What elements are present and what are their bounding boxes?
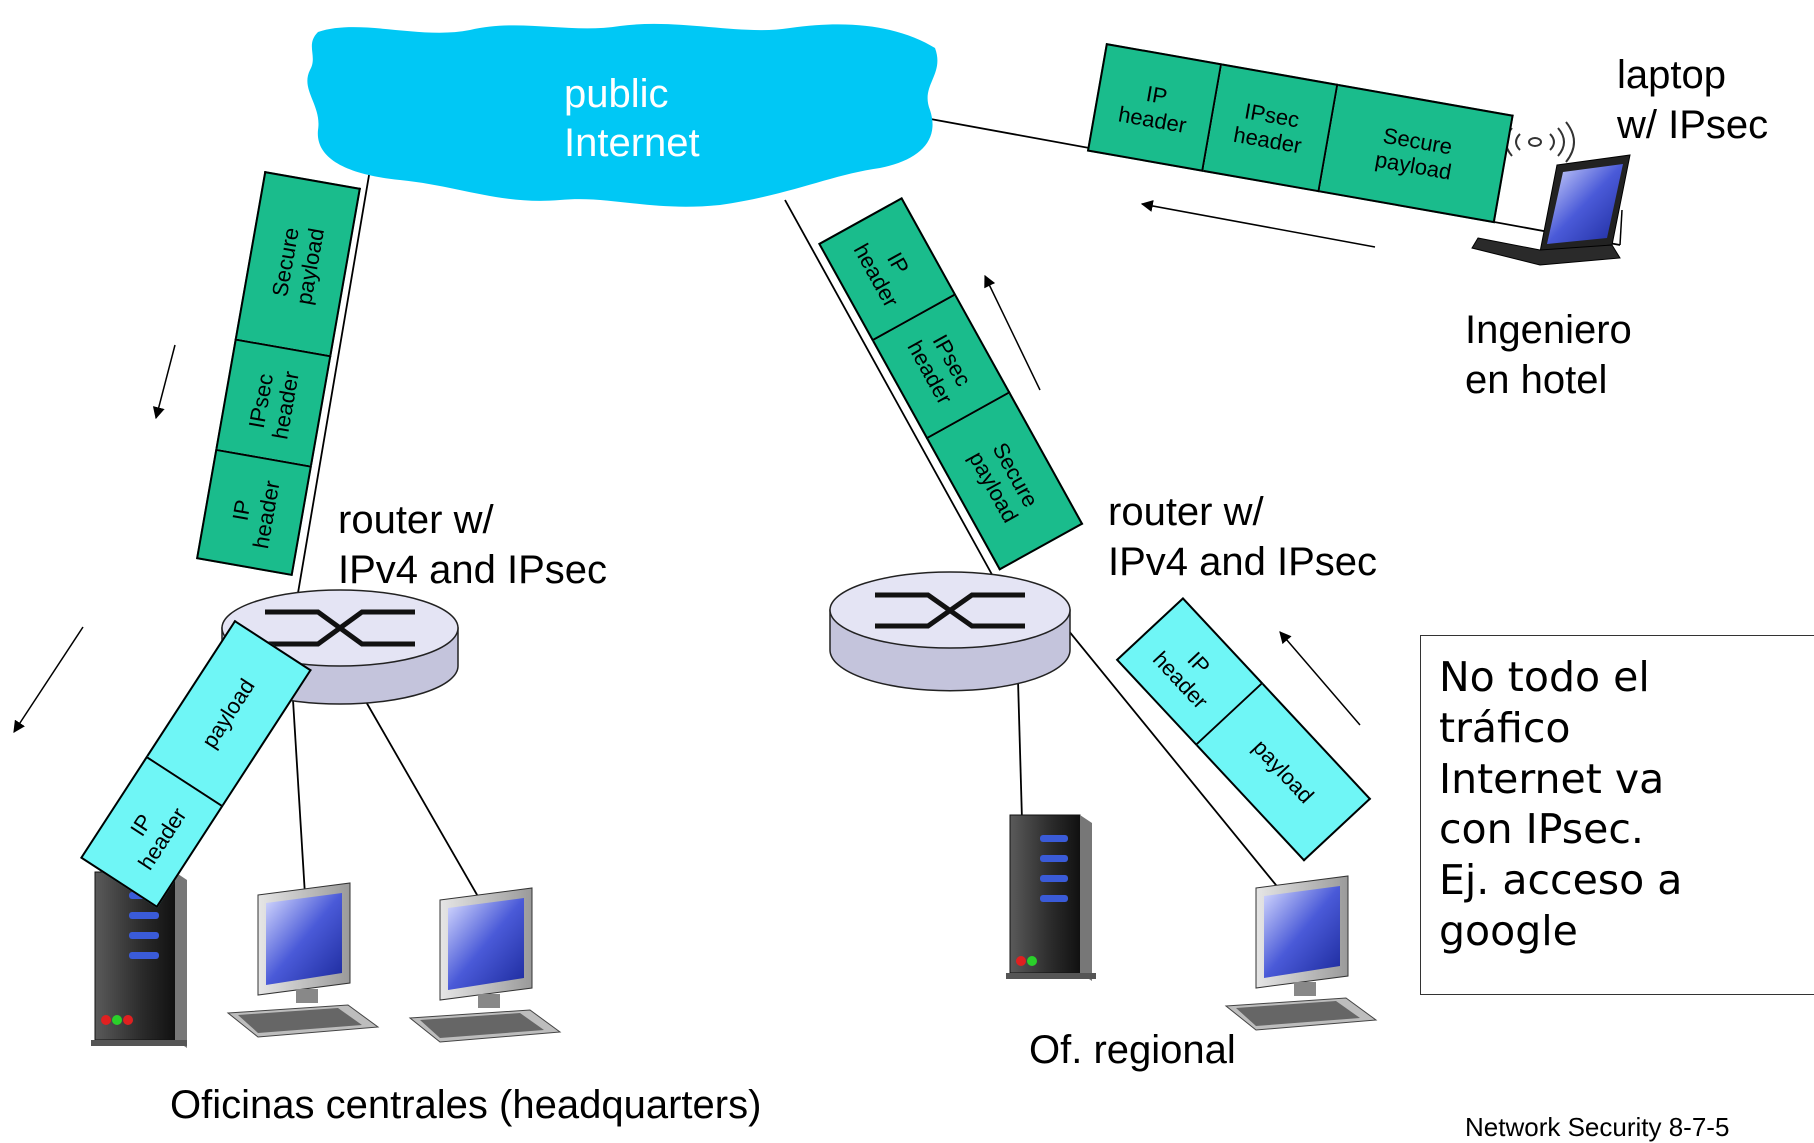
link-left-router-pc1 — [292, 699, 306, 896]
cloud-label: public Internet — [564, 70, 700, 168]
hotel-label-line1: Ingeniero — [1465, 308, 1632, 352]
arrow-right-plain-up — [1279, 631, 1361, 726]
laptop-icon — [1471, 154, 1631, 266]
link-cloud-right-router — [784, 199, 996, 581]
server-regional-icon — [1006, 814, 1096, 981]
note-box: No todo el tráfico Internet va con IPsec… — [1420, 635, 1814, 995]
arrow-left-down — [152, 344, 176, 420]
cloud-label-line2: Internet — [564, 120, 700, 165]
router-right-icon — [829, 571, 1071, 692]
slide-footer: Network Security 8-7-5 — [1465, 1112, 1730, 1142]
router-right-label-line1: router w/ — [1108, 490, 1264, 534]
laptop-label-line2: w/ IPsec — [1617, 103, 1769, 147]
arrow-right-up — [984, 274, 1041, 391]
link-cloud-left-router — [289, 139, 376, 641]
link-right-router-server — [1017, 679, 1023, 821]
note-text: No todo el tráfico Internet va con IPsec… — [1439, 653, 1683, 956]
link-right-router-pc — [1067, 629, 1281, 891]
laptop-label-line1: laptop — [1617, 53, 1726, 97]
arrow-laptop-to-cloud — [1140, 200, 1376, 248]
router-left-label-line1: router w/ — [338, 498, 494, 542]
hotel-label-line2: en hotel — [1465, 358, 1608, 402]
desktop-pc-icon — [1224, 875, 1378, 1031]
router-right-label: router w/ IPv4 and IPsec — [1108, 487, 1377, 587]
ipsec-header-field: IPsec header — [1203, 63, 1339, 193]
direction-arrows — [13, 200, 1376, 734]
router-left-label: router w/ IPv4 and IPsec — [338, 495, 607, 595]
public-internet-cloud — [307, 23, 938, 207]
ip-header-field: IP header — [196, 448, 312, 577]
router-left-label-line2: IPv4 and IPsec — [338, 548, 608, 592]
regional-office-label: Of. regional — [1029, 1028, 1236, 1072]
laptop-label: laptop w/ IPsec — [1617, 50, 1768, 150]
server-headquarters-icon — [91, 871, 187, 1048]
ip-header-field: IP header — [1086, 43, 1223, 172]
headquarters-label: Oficinas centrales (headquarters) — [170, 1083, 762, 1127]
link-left-router-pc2 — [364, 699, 481, 901]
hotel-engineer-label: Ingeniero en hotel — [1465, 305, 1632, 405]
desktop-pc-icon — [408, 887, 562, 1043]
router-right-label-line2: IPv4 and IPsec — [1108, 540, 1378, 584]
desktop-pc-icon — [226, 882, 380, 1038]
cloud-label-line1: public — [564, 72, 669, 116]
arrow-left-plain-down — [13, 626, 84, 734]
ipsec-header-field: IPsec header — [215, 338, 332, 466]
